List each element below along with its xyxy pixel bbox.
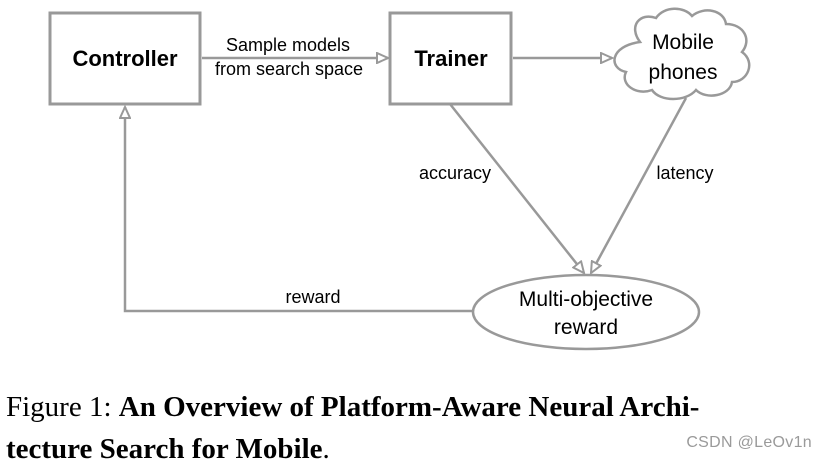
sample-models-label-line2: from search space <box>215 59 363 79</box>
reward-node-label-line1: Multi-objective <box>519 288 653 311</box>
controller-label: Controller <box>72 46 178 71</box>
reward-node-label-line2: reward <box>554 316 618 339</box>
mobile-phones-cloud <box>613 7 751 101</box>
caption-title-line1: An Overview of Platform-Aware Neural Arc… <box>118 391 700 423</box>
reward-edge-label: reward <box>285 287 340 307</box>
figure-caption: Figure 1: An Overview of Platform-Aware … <box>6 386 818 470</box>
latency-label: latency <box>656 163 713 183</box>
controller-box <box>48 11 202 106</box>
caption-suffix: . <box>322 433 330 465</box>
mobile-phones-label-line2: phones <box>649 61 718 84</box>
latency-arrow <box>591 97 688 273</box>
accuracy-arrow <box>449 103 584 273</box>
trainer-label: Trainer <box>414 46 488 71</box>
caption-prefix: Figure 1: <box>6 391 119 423</box>
caption-title-line2: tecture Search for Mobile <box>6 433 323 465</box>
mobile-phones-label-line1: Mobile <box>652 31 714 54</box>
reward-feedback-arrow <box>125 107 473 313</box>
accuracy-label: accuracy <box>419 163 491 183</box>
trainer-box <box>388 11 513 106</box>
csdn-watermark: CSDN @LeOv1n <box>686 434 812 451</box>
sample-models-label-line1: Sample models <box>226 35 350 55</box>
